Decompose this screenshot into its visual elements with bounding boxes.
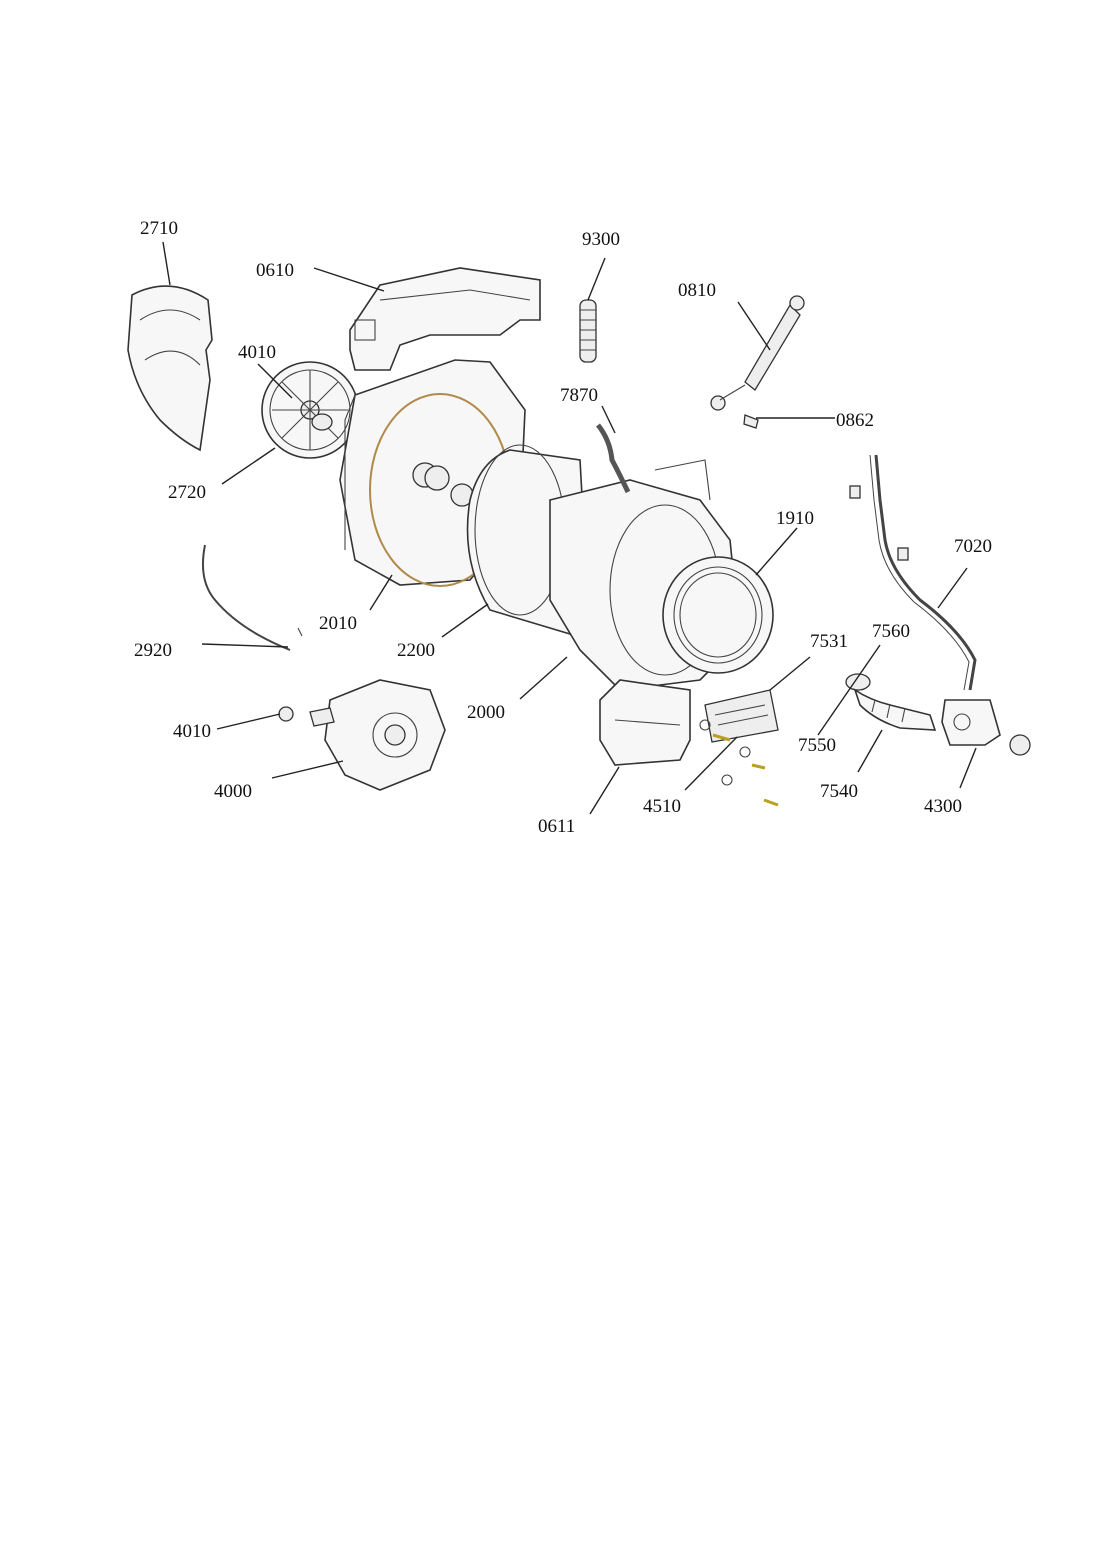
part-7870-hose — [596, 423, 631, 494]
label-7560: 7560 — [872, 621, 910, 642]
part-0810-shock-absorber — [710, 295, 805, 411]
part-1910-door-gasket — [662, 556, 774, 674]
part-2710-rear-cover — [127, 285, 213, 452]
part-0862-pin — [743, 414, 759, 429]
callout-labels: 2710 0610 9300 0810 4010 7870 0862 2720 … — [134, 218, 992, 837]
label-4010-top: 4010 — [238, 342, 276, 363]
part-0610-top-counterweight — [349, 267, 541, 371]
part-4010-pulley — [261, 361, 359, 459]
leader-lines — [162, 241, 977, 815]
label-2920: 2920 — [134, 640, 172, 661]
label-7550: 7550 — [798, 735, 836, 756]
label-2720: 2720 — [168, 482, 206, 503]
label-7020: 7020 — [954, 536, 992, 557]
label-0611: 0611 — [538, 816, 575, 837]
label-4000: 4000 — [214, 781, 252, 802]
label-2710: 2710 — [140, 218, 178, 239]
label-0862: 0862 — [836, 410, 874, 431]
part-4010-bolt — [278, 706, 294, 722]
part-7020-drain-hose — [849, 454, 977, 691]
label-7540: 7540 — [820, 781, 858, 802]
label-9300: 9300 — [582, 229, 620, 250]
label-2010: 2010 — [319, 613, 357, 634]
part-4300-drain-pump — [941, 699, 1031, 756]
label-4300: 4300 — [924, 796, 962, 817]
label-0810: 0810 — [678, 280, 716, 301]
part-9300-spring — [579, 299, 597, 363]
part-7531-heater — [704, 689, 779, 743]
part-4510-screws — [699, 719, 779, 807]
part-7540-sump-hose — [845, 673, 937, 731]
label-2200: 2200 — [397, 640, 435, 661]
label-7870: 7870 — [560, 385, 598, 406]
part-0611-front-counterweight — [599, 679, 691, 766]
label-4510: 4510 — [643, 796, 681, 817]
label-7531: 7531 — [810, 631, 848, 652]
label-0610: 0610 — [256, 260, 294, 281]
label-2000: 2000 — [467, 702, 505, 723]
part-2920-belt — [202, 544, 303, 651]
part-4000-motor — [309, 679, 446, 791]
label-1910: 1910 — [776, 508, 814, 529]
label-4010-bottom: 4010 — [173, 721, 211, 742]
